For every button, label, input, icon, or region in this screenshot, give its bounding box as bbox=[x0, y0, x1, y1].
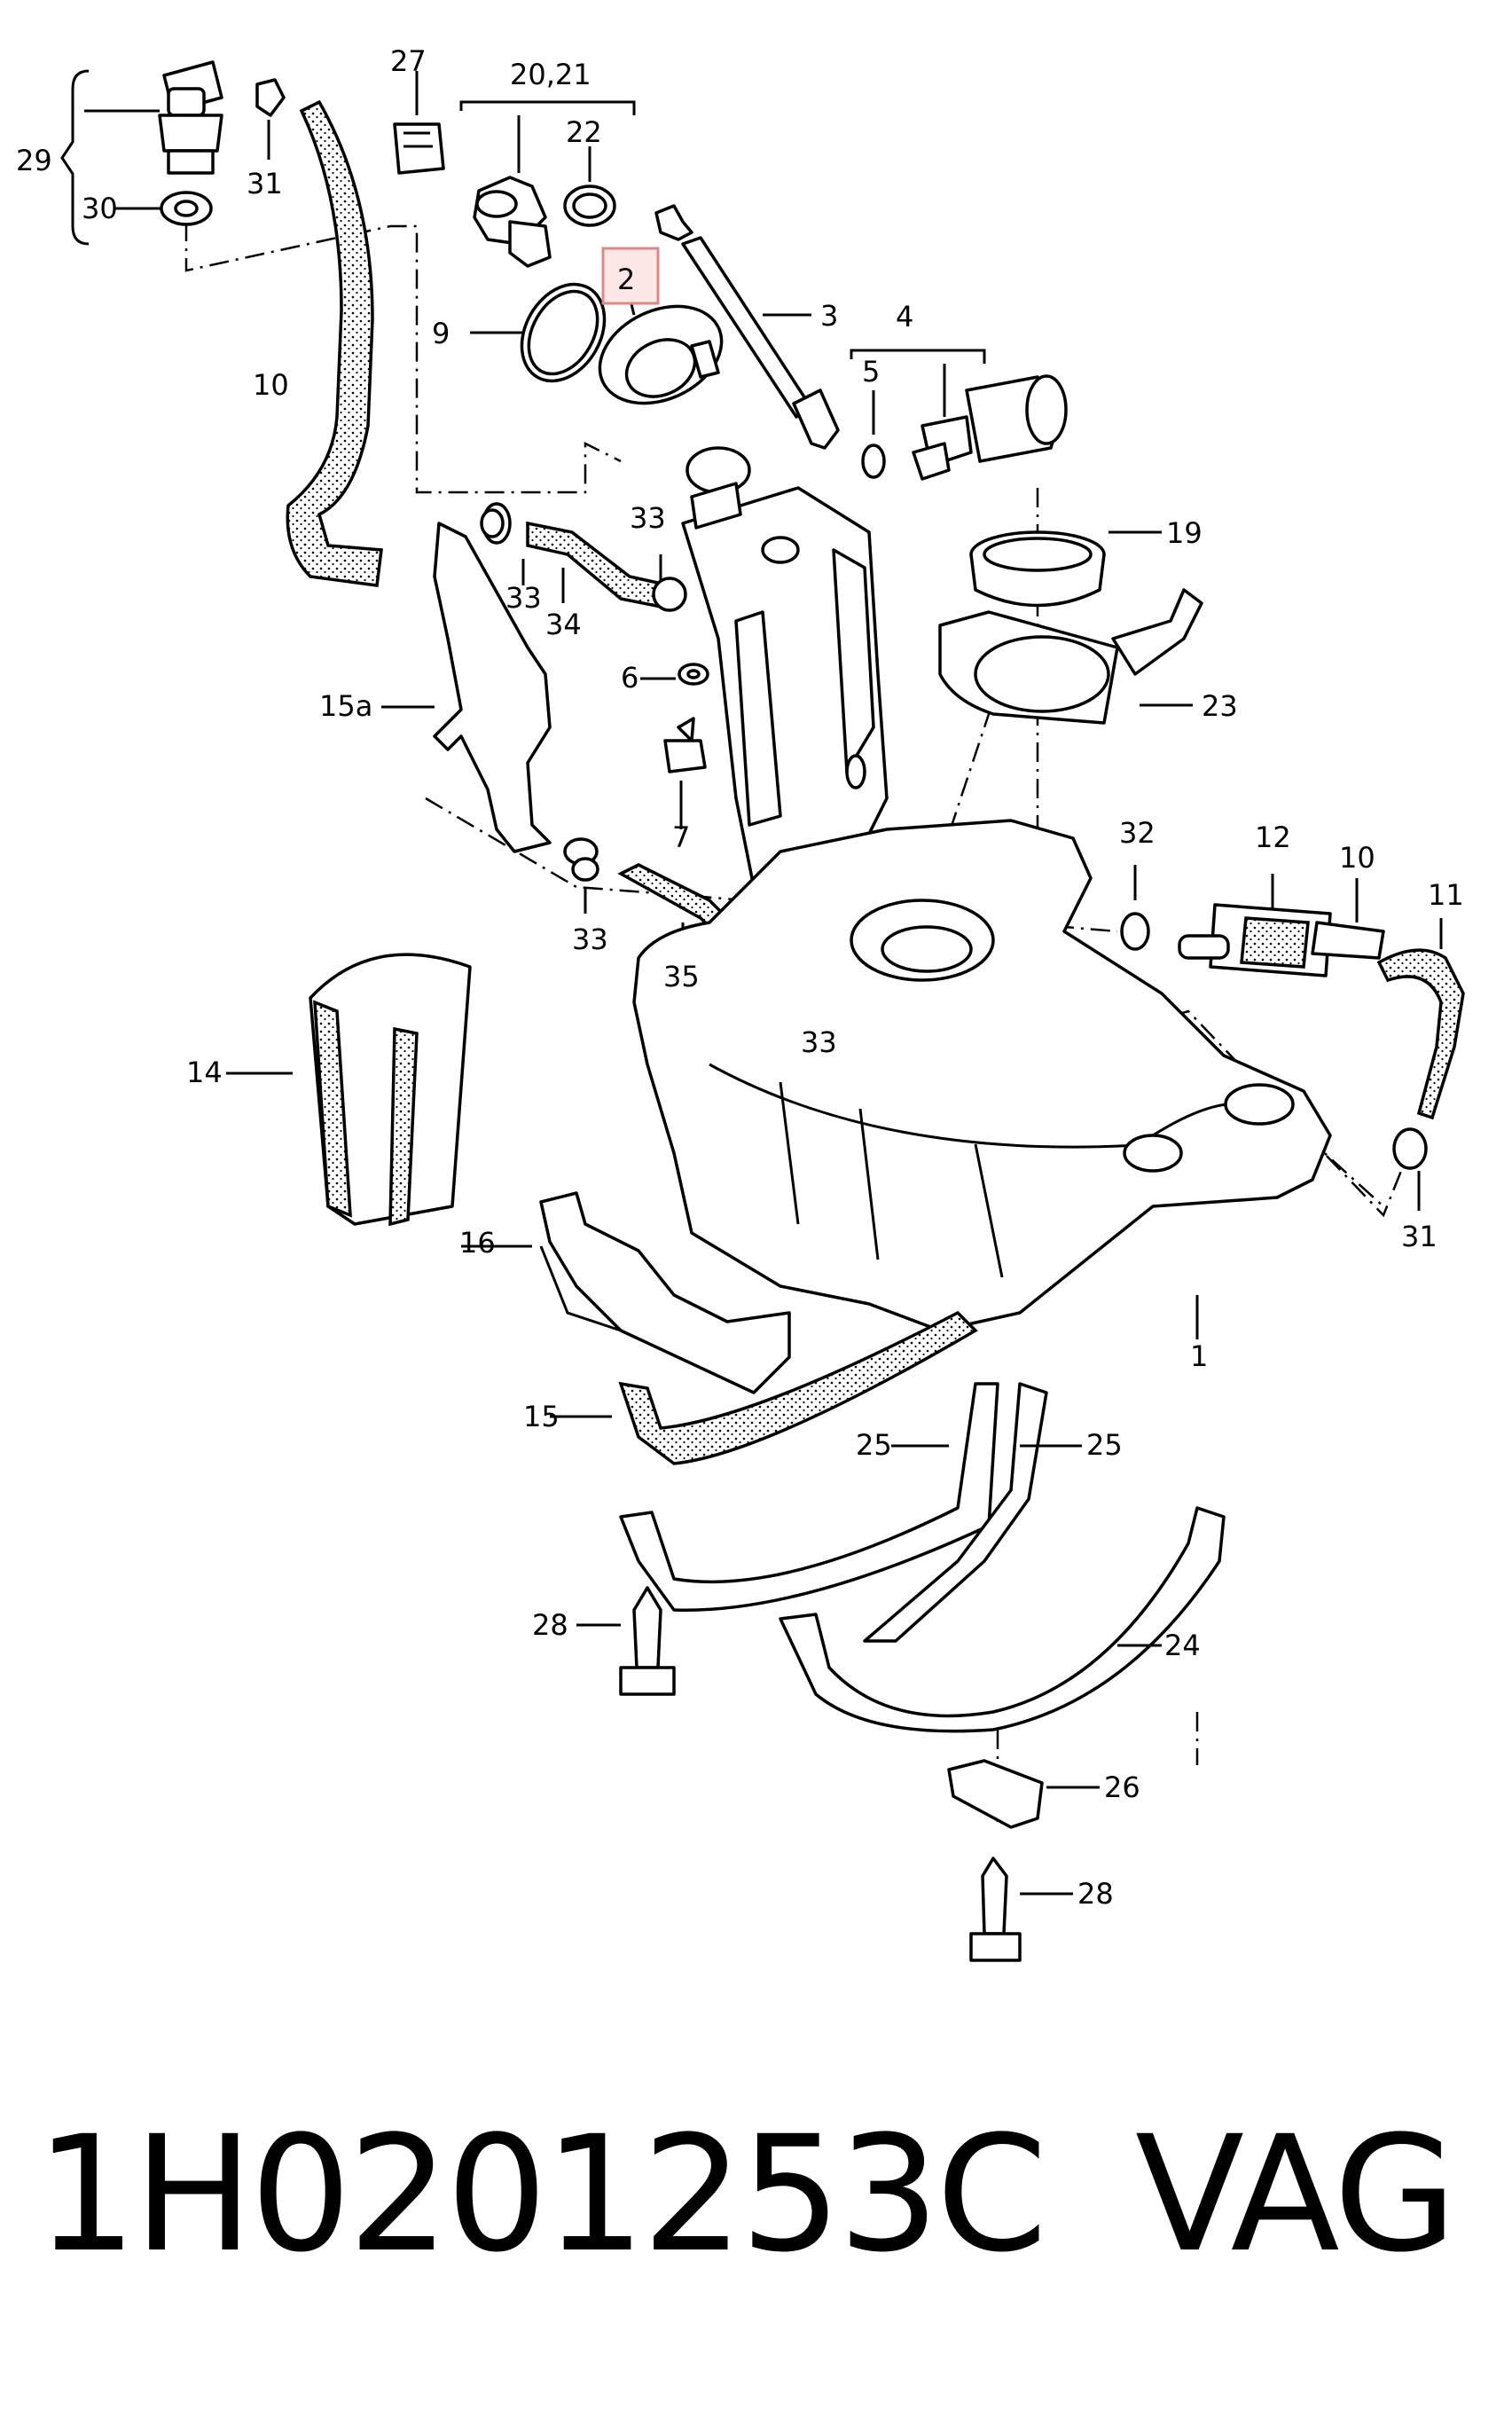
vent-valve-group bbox=[60, 60, 286, 246]
straps-25 bbox=[619, 1382, 1082, 1643]
shield-16 bbox=[461, 1191, 791, 1394]
callout-15: 15 bbox=[523, 1400, 560, 1433]
callout-30: 30 bbox=[82, 192, 118, 225]
gasket-bracket-23 bbox=[938, 588, 1203, 725]
callout-9: 9 bbox=[432, 317, 450, 350]
callout-34: 34 bbox=[545, 608, 582, 641]
callout-28-top: 28 bbox=[532, 1608, 568, 1642]
brand-name: VAG bbox=[1135, 2102, 1457, 2288]
callout-2-highlight bbox=[601, 247, 660, 305]
callout-labels: 27 20,21 22 29 31 30 2 9 3 4 5 10 19 33 … bbox=[16, 44, 1464, 1911]
callout-12: 12 bbox=[1255, 820, 1291, 854]
level-rod-3 bbox=[654, 204, 840, 450]
callout-28-bottom: 28 bbox=[1077, 1877, 1114, 1911]
callout-10-left: 10 bbox=[253, 368, 289, 402]
callout-32: 32 bbox=[1119, 816, 1156, 850]
callout-7: 7 bbox=[672, 820, 690, 854]
callout-33-a: 33 bbox=[630, 501, 666, 535]
bolt-7 bbox=[663, 717, 707, 829]
hose-34 bbox=[526, 521, 672, 610]
callout-6: 6 bbox=[621, 661, 638, 695]
callout-2: 2 bbox=[617, 263, 635, 296]
callout-22: 22 bbox=[566, 115, 602, 149]
callout-33-b: 33 bbox=[505, 581, 542, 615]
callout-31-right: 31 bbox=[1401, 1220, 1438, 1253]
pump-group-4 bbox=[850, 349, 1068, 481]
bolts-28 bbox=[576, 1586, 1073, 1962]
callout-35: 35 bbox=[663, 960, 700, 993]
callout-4: 4 bbox=[896, 300, 913, 334]
callout-33-c: 33 bbox=[572, 922, 608, 956]
callout-10-right: 10 bbox=[1339, 841, 1375, 875]
strap-24 bbox=[779, 1506, 1226, 1733]
fuel-tank-1 bbox=[632, 819, 1332, 1339]
callout-14: 14 bbox=[186, 1056, 223, 1089]
callout-20-21: 20,21 bbox=[510, 58, 591, 91]
callout-3: 3 bbox=[820, 299, 838, 333]
callout-16: 16 bbox=[459, 1226, 496, 1260]
part-number: 1H0201253C bbox=[35, 2102, 1047, 2288]
heat-shield-14 bbox=[226, 953, 472, 1227]
callout-33-d: 33 bbox=[801, 1025, 837, 1059]
callout-15a: 15a bbox=[319, 689, 372, 723]
callout-19: 19 bbox=[1166, 516, 1203, 550]
callout-1: 1 bbox=[1190, 1339, 1208, 1373]
callout-27: 27 bbox=[390, 44, 427, 78]
part-number-footer: 1H0201253C VAG bbox=[35, 2084, 1490, 2306]
bracket-15a bbox=[381, 502, 552, 853]
callout-29: 29 bbox=[16, 144, 52, 177]
strap-15 bbox=[618, 1310, 978, 1465]
sender-unit-group bbox=[459, 100, 724, 405]
right-fittings bbox=[1120, 865, 1465, 1211]
callout-25-left: 25 bbox=[856, 1428, 892, 1462]
callout-25-right: 25 bbox=[1086, 1428, 1123, 1462]
bracket-26 bbox=[947, 1759, 1100, 1829]
filler-neck-6 bbox=[640, 446, 889, 889]
lock-ring-19 bbox=[969, 530, 1162, 608]
callout-5: 5 bbox=[862, 355, 880, 389]
clip-27 bbox=[393, 71, 445, 175]
callout-31-top: 31 bbox=[247, 167, 283, 200]
callout-11: 11 bbox=[1428, 878, 1464, 912]
callout-23: 23 bbox=[1202, 689, 1238, 723]
callout-26: 26 bbox=[1104, 1770, 1140, 1804]
callout-24: 24 bbox=[1164, 1629, 1201, 1662]
vent-hose-10 bbox=[286, 99, 383, 587]
